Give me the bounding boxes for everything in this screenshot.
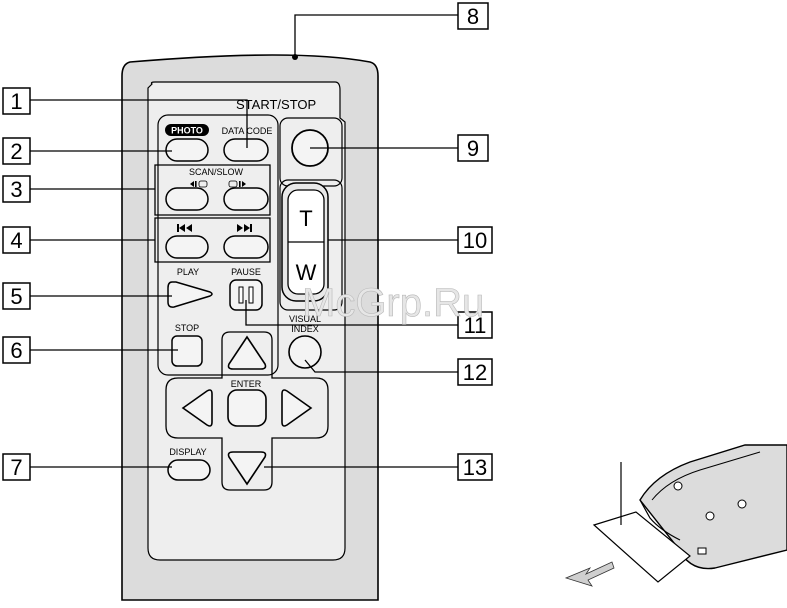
battery-tab-illustration	[566, 445, 787, 586]
enter-button[interactable]	[228, 390, 266, 426]
stop-label: STOP	[175, 323, 199, 333]
callout-7: 7	[10, 455, 22, 480]
pause-label: PAUSE	[231, 267, 261, 277]
callout-13: 13	[463, 455, 487, 480]
remote-body	[122, 55, 378, 600]
callout-4: 4	[10, 228, 22, 253]
callout-2: 2	[10, 139, 22, 164]
start-stop-label: START/STOP	[236, 97, 316, 112]
stop-button[interactable]	[172, 336, 202, 366]
watermark: McGrp.Ru	[302, 281, 484, 325]
play-label: PLAY	[177, 267, 199, 277]
next-button[interactable]	[224, 236, 268, 258]
scan-slow-forward-button[interactable]	[224, 188, 268, 210]
data-code-button[interactable]	[224, 139, 268, 161]
pull-direction-arrow-icon	[566, 562, 614, 586]
callout-9: 9	[467, 136, 479, 161]
callout-3: 3	[10, 177, 22, 202]
callout-1: 1	[10, 89, 22, 114]
callout-5: 5	[10, 284, 22, 309]
callout-8: 8	[467, 4, 479, 29]
ir-emitter-dot	[292, 54, 298, 60]
scan-slow-label: SCAN/SLOW	[189, 167, 244, 177]
callout-6: 6	[10, 338, 22, 363]
callout-10: 10	[463, 228, 487, 253]
display-label: DISPLAY	[169, 447, 206, 457]
display-button[interactable]	[168, 460, 210, 480]
scan-slow-reverse-button[interactable]	[166, 188, 208, 210]
previous-button[interactable]	[166, 236, 208, 258]
visual-index-button[interactable]	[289, 336, 321, 368]
photo-badge: PHOTO	[165, 124, 209, 136]
photo-label: PHOTO	[171, 126, 203, 136]
callout-12: 12	[463, 360, 487, 385]
photo-button[interactable]	[166, 139, 208, 161]
zoom-t-label: T	[299, 206, 312, 231]
enter-label: ENTER	[231, 379, 262, 389]
